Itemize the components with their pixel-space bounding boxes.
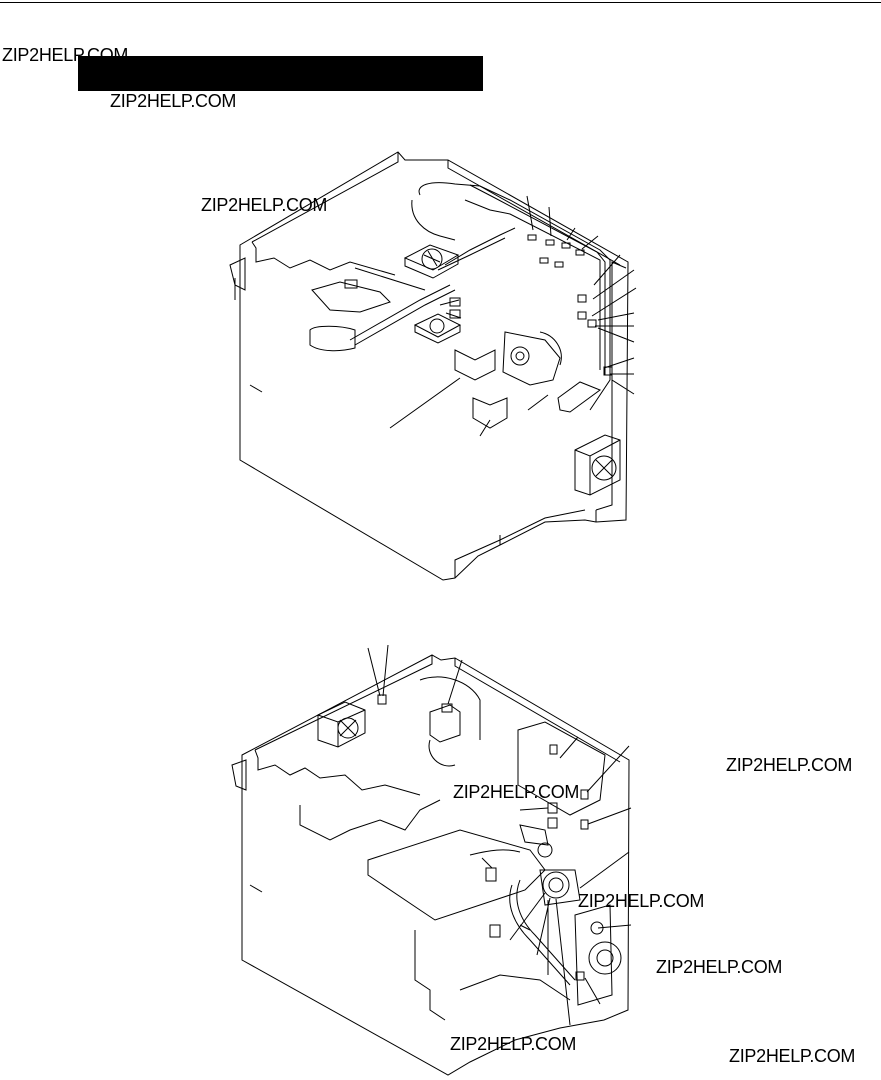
watermark-text: ZIP2HELP.COM <box>578 891 705 911</box>
watermark-text: ZIP2HELP.COM <box>450 1034 577 1054</box>
top-rule <box>0 2 881 3</box>
watermark-text: ZIP2HELP.COM <box>2 45 129 65</box>
watermark-text: ZIP2HELP.COM <box>201 195 328 215</box>
watermark-text: ZIP2HELP.COM <box>453 782 580 802</box>
watermark-text: ZIP2HELP.COM <box>726 755 853 775</box>
title-bar <box>78 56 483 91</box>
watermark-text: ZIP2HELP.COM <box>729 1046 856 1066</box>
watermark-text: ZIP2HELP.COM <box>656 957 783 977</box>
watermark-text: ZIP2HELP.COM <box>110 91 237 111</box>
